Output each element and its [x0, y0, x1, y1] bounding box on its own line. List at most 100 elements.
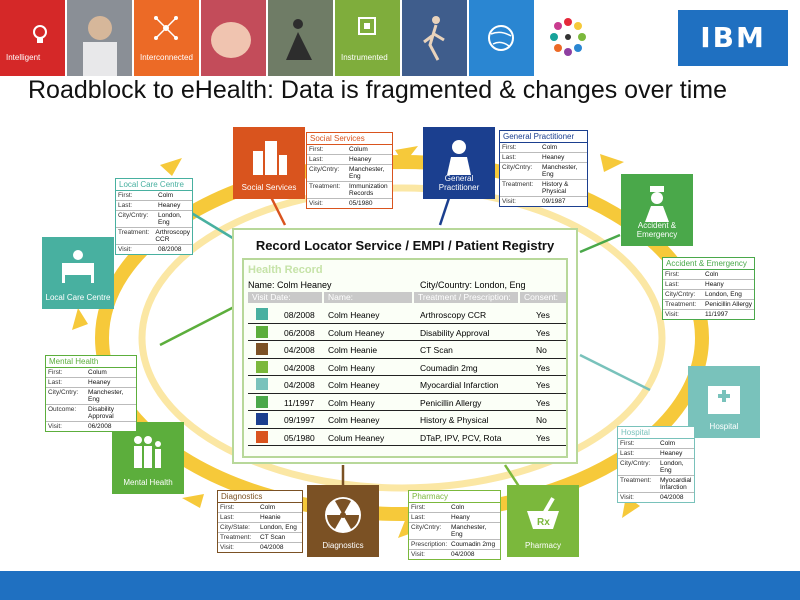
- card-row: Last:Heaney: [46, 378, 136, 388]
- card-field-value: 06/2008: [88, 423, 112, 430]
- row-date: 04/2008: [284, 362, 315, 373]
- card-row: Treatment:History & Physical: [500, 180, 587, 197]
- card-field-label: Visit:: [665, 311, 679, 318]
- row-treatment: Myocardial Infarction: [420, 380, 499, 390]
- card-row: Visit:11/1997: [663, 310, 754, 319]
- card-row: First:Colum: [46, 368, 136, 378]
- node-diagnostics[interactable]: Diagnostics: [307, 485, 379, 557]
- card-field-value: 09/1987: [542, 198, 566, 205]
- card-field-value: Manchester, Eng: [451, 524, 487, 538]
- node-label: Social Services: [241, 183, 297, 193]
- card-field-label: Last:: [118, 202, 133, 209]
- card-field-label: City/Cntry:: [502, 164, 533, 171]
- card-row: City/State:London, Eng: [218, 523, 302, 533]
- row-consent: Yes: [536, 310, 550, 320]
- banner-tile-intelligent: Intelligent: [0, 0, 65, 76]
- header-consent: Consent:: [520, 292, 566, 303]
- card-field-value: Colum: [88, 369, 107, 376]
- row-date: 06/2008: [284, 327, 315, 338]
- card-field-label: City/Cntry:: [118, 212, 149, 219]
- row-consent: Yes: [536, 380, 550, 390]
- card-field-label: Treatment:: [620, 477, 652, 484]
- card-row: Visit:06/2008: [46, 422, 136, 431]
- doctor-photo-icon: [67, 0, 132, 76]
- globe-icon: [469, 0, 534, 76]
- card-field-label: City/Cntry:: [620, 460, 651, 467]
- bed-icon: [62, 250, 94, 283]
- card-title: Accident & Emergency: [663, 258, 754, 270]
- card-title: Hospital: [618, 427, 694, 439]
- card-field-value: Colm: [660, 440, 676, 447]
- node-accident-emergency[interactable]: Accident &Emergency: [621, 174, 693, 246]
- card-row: Treatment:Myocardial Infarction: [618, 476, 694, 493]
- node-label: Diagnostics: [322, 541, 364, 551]
- card-field-value: Colm: [542, 144, 558, 151]
- banner-tile-photo-yoga: [268, 0, 333, 76]
- node-label: Accident &Emergency: [636, 221, 678, 240]
- card-row: Visit:09/1987: [500, 197, 587, 206]
- node-pharmacy[interactable]: Rx Pharmacy: [507, 485, 579, 557]
- card-field-label: Last:: [48, 379, 63, 386]
- card-field-value: Arthroscopy CCR: [155, 229, 190, 243]
- doctor-icon: [447, 140, 471, 175]
- banner-tile-photo-runner: [402, 0, 467, 76]
- row-consent: Yes: [536, 397, 550, 408]
- card-row: First:Coln: [663, 270, 754, 280]
- card-title: Pharmacy: [409, 491, 500, 503]
- card-row: City/Cntry:London, Eng: [618, 459, 694, 476]
- row-name: Colum Heaney: [328, 432, 385, 443]
- card-row: Treatment:Immunization Records: [307, 182, 392, 199]
- row-name: Colm Heany: [328, 362, 375, 373]
- card-field-value: Heany: [451, 514, 470, 521]
- node-hospital[interactable]: Hospital: [688, 366, 760, 438]
- card-field-value: Manchester, Eng: [88, 389, 124, 403]
- header-visit-date: Visit Date:: [248, 292, 322, 303]
- row-treatment: DTaP, IPV, PCV, Rota: [420, 432, 502, 443]
- node-social-services[interactable]: Social Services: [233, 127, 305, 199]
- banner-label: Instrumented: [341, 53, 388, 62]
- card-field-value: Heaney: [660, 450, 683, 457]
- row-consent: Yes: [536, 362, 550, 373]
- table-row[interactable]: 05/1980 Colum Heaney DTaP, IPV, PCV, Rota Y…: [248, 429, 566, 446]
- card-row: First:Colum: [307, 145, 392, 155]
- row-consent: No: [536, 415, 547, 425]
- card-field-label: First:: [220, 504, 235, 511]
- card-field-value: Manchester, Eng: [542, 164, 578, 178]
- row-name: Colm Heaney: [328, 310, 380, 320]
- row-date: 04/2008: [284, 380, 315, 390]
- banner-label: Interconnected: [140, 53, 193, 62]
- row-treatment: History & Physical: [420, 415, 489, 425]
- card-field-value: Manchester, Eng: [349, 166, 385, 180]
- row-consent: Yes: [536, 432, 550, 443]
- row-name: Colum Heaney: [328, 327, 385, 338]
- card-field-label: City/Cntry:: [309, 166, 340, 173]
- baby-photo-icon: [201, 0, 266, 76]
- node-label: Hospital: [709, 422, 739, 432]
- card-field-value: CT Scan: [260, 534, 286, 541]
- card-field-value: Heanie: [260, 514, 281, 521]
- card-row: First:Colm: [116, 191, 192, 201]
- row-date: 05/1980: [284, 432, 315, 443]
- nurse-icon: [645, 186, 669, 222]
- row-consent: Yes: [536, 327, 550, 338]
- card-row: Last:Heany: [663, 280, 754, 290]
- card-row: City/Cntry: Manchester, Eng: [46, 388, 136, 405]
- node-mental-health[interactable]: Mental Health: [112, 422, 184, 494]
- card-field-value: 05/1980: [349, 200, 373, 207]
- row-name: Colm Heaney: [328, 415, 380, 425]
- node-local-care-centre[interactable]: Local Care Centre: [42, 237, 114, 309]
- card-field-label: City/Cntry:: [48, 389, 79, 396]
- runner-photo-icon: [402, 0, 467, 76]
